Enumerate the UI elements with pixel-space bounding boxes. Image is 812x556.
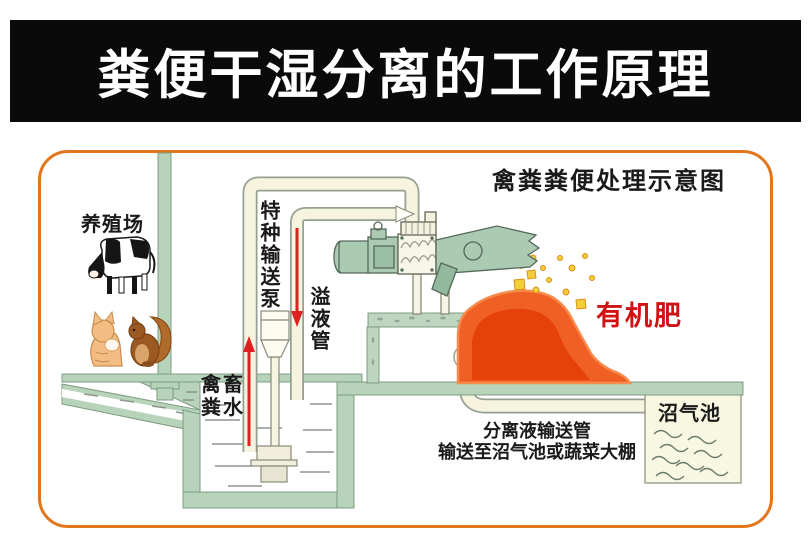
fertilizer-pile — [456, 289, 633, 385]
transfer-pipe — [242, 176, 420, 452]
kitten-image — [90, 310, 123, 367]
page-title: 粪便干湿分离的工作原理 — [97, 46, 714, 105]
transfer-pump-device — [260, 310, 290, 451]
overflow-pipe-art — [290, 205, 416, 400]
liquid-waves — [651, 429, 729, 481]
submersible-pump — [250, 445, 298, 483]
farm-label: 养殖场 — [81, 214, 144, 236]
pipe-note: 分离液输送管 输送至沼气池或蔬菜大棚 — [412, 421, 662, 463]
squirrel-image — [128, 315, 172, 367]
separator-machine — [333, 211, 541, 315]
manure-water-label: 禽畜粪水 — [201, 374, 245, 419]
tank-right-wall — [336, 387, 355, 509]
lift-ring — [373, 221, 383, 231]
collection-tank — [182, 387, 355, 509]
organic-fertilizer-label: 有机肥 — [596, 301, 683, 331]
pipe-note-line2: 输送至沼气池或蔬菜大棚 — [438, 442, 636, 462]
separator-body — [435, 225, 541, 275]
pipe-note-line1: 分离液输送管 — [483, 421, 591, 441]
nozzle-tip — [395, 205, 416, 223]
header-banner: 粪便干湿分离的工作原理 — [10, 20, 801, 122]
ground-left — [61, 373, 363, 383]
falling-particles — [512, 244, 595, 310]
biogas-pool-box — [644, 393, 742, 484]
overflow-pipe-label: 溢液管 — [307, 286, 329, 352]
pump-label: 特种输送泵 — [257, 200, 279, 310]
junction-box — [370, 228, 387, 240]
diagram-title: 禽粪粪便处理示意图 — [492, 168, 726, 195]
biogas-pool-label: 沼气池 — [658, 403, 721, 425]
tank-liquid-marks — [183, 391, 334, 487]
pillar — [156, 387, 174, 401]
flow-arrows — [243, 228, 303, 446]
chute-channel — [62, 389, 196, 423]
tank-bottom — [182, 491, 355, 509]
cow-image — [88, 236, 156, 294]
drain-chute — [431, 262, 458, 297]
